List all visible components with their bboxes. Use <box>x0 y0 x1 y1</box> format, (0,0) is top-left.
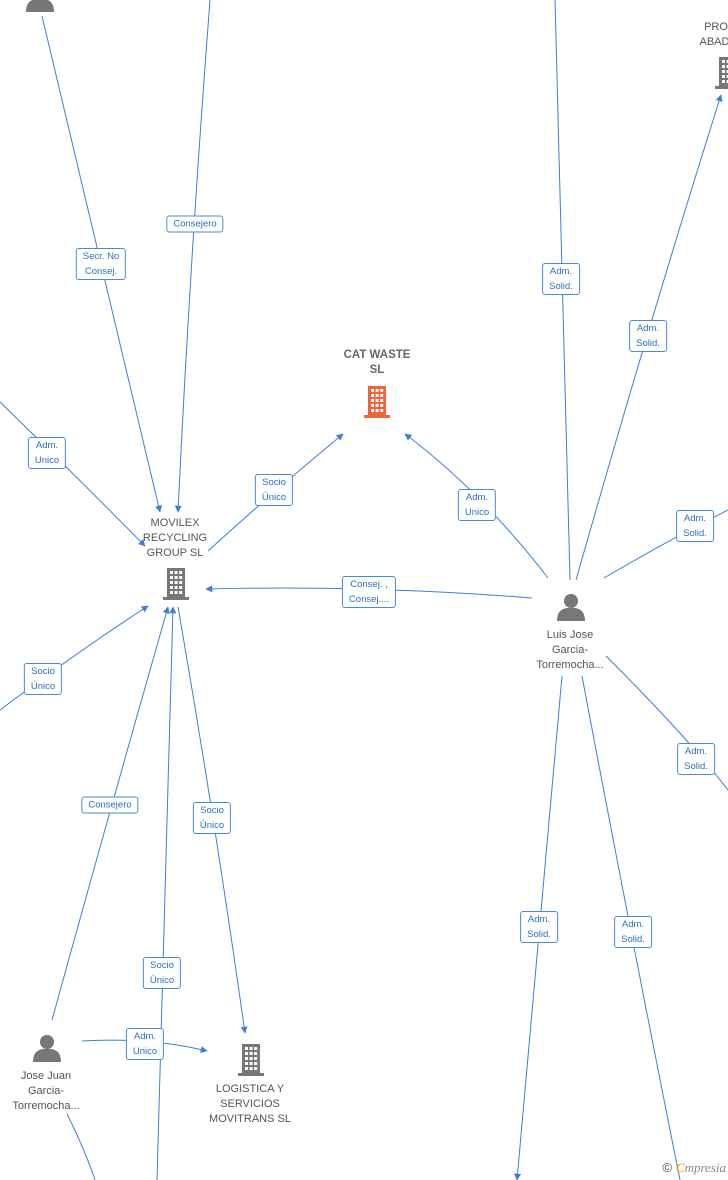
pro-abadi-building-icon[interactable] <box>715 57 728 89</box>
relation-edge <box>156 606 177 1180</box>
edge-label[interactable]: Consej. ,Consej.... <box>341 576 397 608</box>
empresia-watermark: ©Cmpresia <box>662 1160 726 1176</box>
brand-initial: C <box>675 1160 685 1175</box>
edge-label[interactable]: Adm.Solid. <box>629 320 667 352</box>
relation-edge <box>0 605 149 711</box>
node-label-pro-abadi[interactable]: PROABADI <box>699 21 728 48</box>
top-left-person-icon[interactable] <box>26 0 54 12</box>
edge-label[interactable]: Adm.Solid. <box>676 510 714 542</box>
copyright-symbol: © <box>662 1160 672 1175</box>
edge-label[interactable]: Adm.Solid. <box>542 263 580 295</box>
jose-juan-person-icon[interactable] <box>33 1035 61 1062</box>
relation-edge <box>66 1113 96 1180</box>
luis-jose-person-icon[interactable] <box>557 594 585 621</box>
edge-label[interactable]: Adm.Solid. <box>614 916 652 948</box>
edge-label[interactable]: Adm.Unico <box>27 437 67 469</box>
edge-label[interactable]: Adm.Solid. <box>520 911 558 943</box>
brand-name: mpresia <box>684 1160 726 1175</box>
relation-edge <box>0 401 146 547</box>
movilex-building-icon[interactable] <box>163 568 189 600</box>
edge-label[interactable]: Adm.Unico <box>125 1028 165 1060</box>
relation-edge <box>174 0 211 513</box>
edge-label[interactable]: Consejero <box>81 796 139 814</box>
edge-label[interactable]: Consejero <box>166 215 224 233</box>
edge-label[interactable]: Adm.Unico <box>457 489 497 521</box>
relation-edge <box>605 655 728 791</box>
cat-waste-building-icon[interactable] <box>364 386 390 418</box>
edge-label[interactable]: Adm.Solid. <box>677 743 715 775</box>
logistica-building-icon[interactable] <box>238 1044 264 1076</box>
